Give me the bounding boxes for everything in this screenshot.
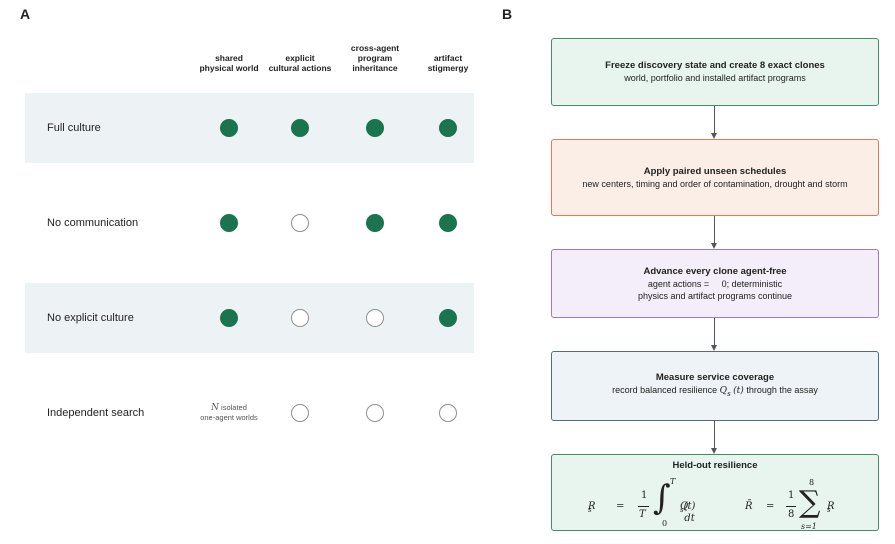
sum-lower-limit: s=1 bbox=[801, 522, 817, 531]
arrow-1 bbox=[714, 106, 715, 133]
column-header-shared-physical-world: shared physical world bbox=[199, 53, 259, 73]
panel-b-label: B bbox=[502, 6, 513, 22]
arrow-4 bbox=[714, 421, 715, 448]
filled-dot bbox=[439, 119, 457, 137]
column-header-artifact-stigmergy: artifact stigmergy bbox=[427, 53, 469, 73]
filled-dot bbox=[366, 119, 384, 137]
step-measure-service-coverage: Measure service coverage record balanced… bbox=[551, 351, 879, 421]
formula-equals-2: = bbox=[766, 501, 775, 512]
column-header-explicit-cultural-actions: explicit cultural actions bbox=[268, 53, 332, 73]
filled-dot bbox=[439, 309, 457, 327]
sum-upper-limit: 8 bbox=[809, 478, 815, 487]
fraction-2-numerator: 1 bbox=[788, 490, 795, 501]
empty-dot bbox=[366, 404, 384, 422]
row-band-no-explicit-culture bbox=[25, 283, 474, 353]
panel-a-label: A bbox=[20, 6, 31, 22]
arrowhead-4 bbox=[711, 448, 717, 454]
integral-sign: ∫ bbox=[653, 478, 671, 518]
filled-dot bbox=[291, 119, 309, 137]
row-label-no-communication: No communication bbox=[47, 217, 139, 229]
step-freeze-and-clone: Freeze discovery state and create 8 exac… bbox=[551, 38, 879, 106]
filled-dot bbox=[439, 214, 457, 232]
filled-dot bbox=[220, 119, 238, 137]
arrowhead-2 bbox=[711, 243, 717, 249]
empty-dot bbox=[439, 404, 457, 422]
fraction-1-denominator: T bbox=[639, 509, 646, 520]
arrowhead-1 bbox=[711, 133, 717, 139]
filled-dot bbox=[220, 309, 238, 327]
fraction-2-denominator: 8 bbox=[788, 509, 795, 520]
empty-dot bbox=[291, 404, 309, 422]
formula-equals: = bbox=[616, 501, 625, 512]
step-apply-unseen-schedules: Apply paired unseen schedules new center… bbox=[551, 139, 879, 216]
mean-resilience: R̄ bbox=[745, 501, 753, 512]
step-advance-agent-free: Advance every clone agent-free agent act… bbox=[551, 249, 879, 318]
arrow-2 bbox=[714, 216, 715, 243]
row-label-full-culture: Full culture bbox=[47, 122, 101, 134]
row-label-independent-search: Independent search bbox=[47, 407, 145, 419]
fraction-2-bar bbox=[786, 506, 796, 507]
arrow-3 bbox=[714, 318, 715, 345]
row-label-no-explicit-culture: No explicit culture bbox=[47, 312, 134, 324]
independent-search-world-note: N isolated one-agent worlds bbox=[200, 403, 258, 422]
filled-dot bbox=[366, 214, 384, 232]
empty-dot bbox=[291, 309, 309, 327]
arrowhead-3 bbox=[711, 345, 717, 351]
integral-upper-limit: T bbox=[670, 477, 676, 486]
fraction-1-bar bbox=[638, 506, 649, 507]
empty-dot bbox=[366, 309, 384, 327]
fraction-1-numerator: 1 bbox=[641, 490, 648, 501]
filled-dot bbox=[220, 214, 238, 232]
empty-dot bbox=[291, 214, 309, 232]
integral-lower-limit: 0 bbox=[662, 519, 668, 528]
column-header-cross-agent-program-inheritance: cross-agent program inheritance bbox=[350, 43, 400, 73]
row-band-full-culture bbox=[25, 93, 474, 163]
summation-sign: ∑ bbox=[799, 485, 821, 520]
